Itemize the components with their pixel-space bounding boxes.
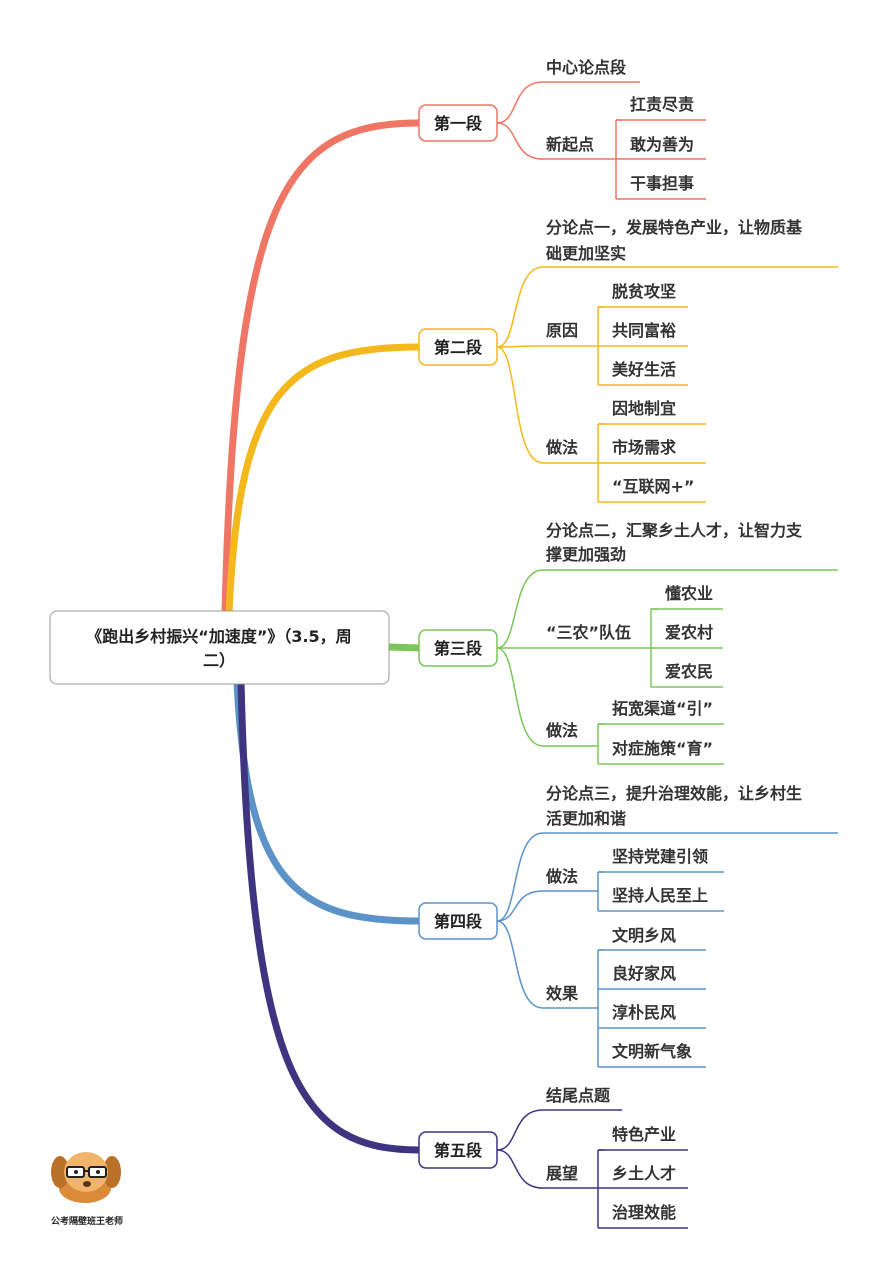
- root-title-line2: 二）: [203, 651, 235, 670]
- item-label: 效果: [546, 984, 578, 1003]
- main-branch: [221, 119, 423, 617]
- section-box: [418, 104, 498, 142]
- item-connector: [496, 266, 838, 348]
- section-box: [418, 1131, 498, 1169]
- child-label: 美好生活: [612, 360, 676, 379]
- root-title-line1: 《跑出乡村振兴“加速度”》（3.5，周: [86, 627, 351, 646]
- section-label: 第三段: [434, 639, 483, 658]
- item-connector: [496, 81, 640, 124]
- root-node: 《跑出乡村振兴“加速度”》（3.5，周 二）: [49, 610, 390, 685]
- item-connector: [496, 1149, 598, 1189]
- section-label: 第二段: [434, 338, 483, 357]
- item-label: 展望: [546, 1164, 578, 1183]
- child-label: 懂农业: [664, 584, 713, 603]
- item-connector: [496, 345, 598, 348]
- child-label: “互联网+”: [612, 477, 694, 496]
- child-label: 文明乡风: [612, 926, 676, 945]
- child-label: 共同富裕: [612, 321, 676, 340]
- child-label: 扛责尽责: [630, 95, 694, 114]
- child-label: 文明新气象: [612, 1042, 692, 1061]
- item-connector: [496, 832, 838, 922]
- item-connector: [496, 920, 598, 1009]
- child-label: 坚持党建引领: [612, 847, 708, 866]
- section-label: 第五段: [434, 1141, 483, 1160]
- item-label: 做法: [545, 438, 578, 457]
- item-label: 分论点一，发展特色产业，让物质基: [546, 218, 803, 237]
- child-label: 对症施策“育”: [612, 739, 713, 758]
- logo-caption: 公考隔壁班王老师: [51, 1215, 123, 1227]
- item-connector: [496, 647, 598, 747]
- dog-mascot-icon: [51, 1152, 121, 1203]
- item-label: 分论点二，汇聚乡土人才，让智力支: [546, 521, 803, 540]
- section-label: 第四段: [434, 912, 483, 931]
- item-label: 原因: [546, 321, 578, 340]
- item-label: 结尾点题: [545, 1086, 611, 1105]
- child-label: 市场需求: [612, 438, 677, 457]
- section-box: [418, 902, 498, 940]
- section-box: [418, 629, 498, 667]
- item-connector: [496, 122, 612, 160]
- main-branch: [237, 678, 423, 1154]
- child-label: 拓宽渠道“引”: [612, 699, 713, 718]
- item-label: 撑更加强劲: [546, 545, 626, 564]
- main-branch: [233, 678, 423, 925]
- branch-layer: [221, 119, 423, 1154]
- child-label: 乡土人才: [612, 1164, 676, 1183]
- child-label: 爱农村: [665, 623, 713, 642]
- section-label: 第一段: [434, 114, 483, 133]
- child-label: 坚持人民至上: [612, 886, 708, 905]
- child-label: 因地制宜: [612, 399, 676, 418]
- item-label: 中心论点段: [546, 58, 627, 77]
- child-label: 干事担事: [630, 174, 694, 193]
- child-label: 脱贫攻坚: [612, 282, 676, 301]
- item-label: 做法: [545, 867, 578, 886]
- item-label: 础更加坚实: [546, 244, 626, 263]
- main-branch: [385, 643, 423, 652]
- item-connector: [496, 569, 838, 649]
- logo: 公考隔壁班王老师: [51, 1152, 123, 1227]
- root-node-box: [49, 610, 390, 685]
- child-label: 淳朴民风: [612, 1003, 676, 1022]
- main-branch: [225, 343, 423, 617]
- item-connector: [496, 346, 598, 464]
- item-label: 做法: [545, 721, 578, 740]
- section-box: [418, 328, 498, 366]
- item-connector: [496, 1109, 622, 1151]
- item-label: 分论点三，提升治理效能，让乡村生: [546, 784, 802, 803]
- item-label: 新起点: [546, 135, 594, 154]
- child-label: 爱农民: [665, 662, 713, 681]
- item-label: 活更加和谐: [546, 809, 626, 828]
- item-label: “三农”队伍: [546, 623, 631, 642]
- child-label: 治理效能: [612, 1203, 676, 1222]
- child-label: 特色产业: [612, 1125, 676, 1144]
- child-label: 敢为善为: [630, 135, 694, 154]
- item-connector: [496, 890, 598, 922]
- child-label: 良好家风: [612, 964, 676, 983]
